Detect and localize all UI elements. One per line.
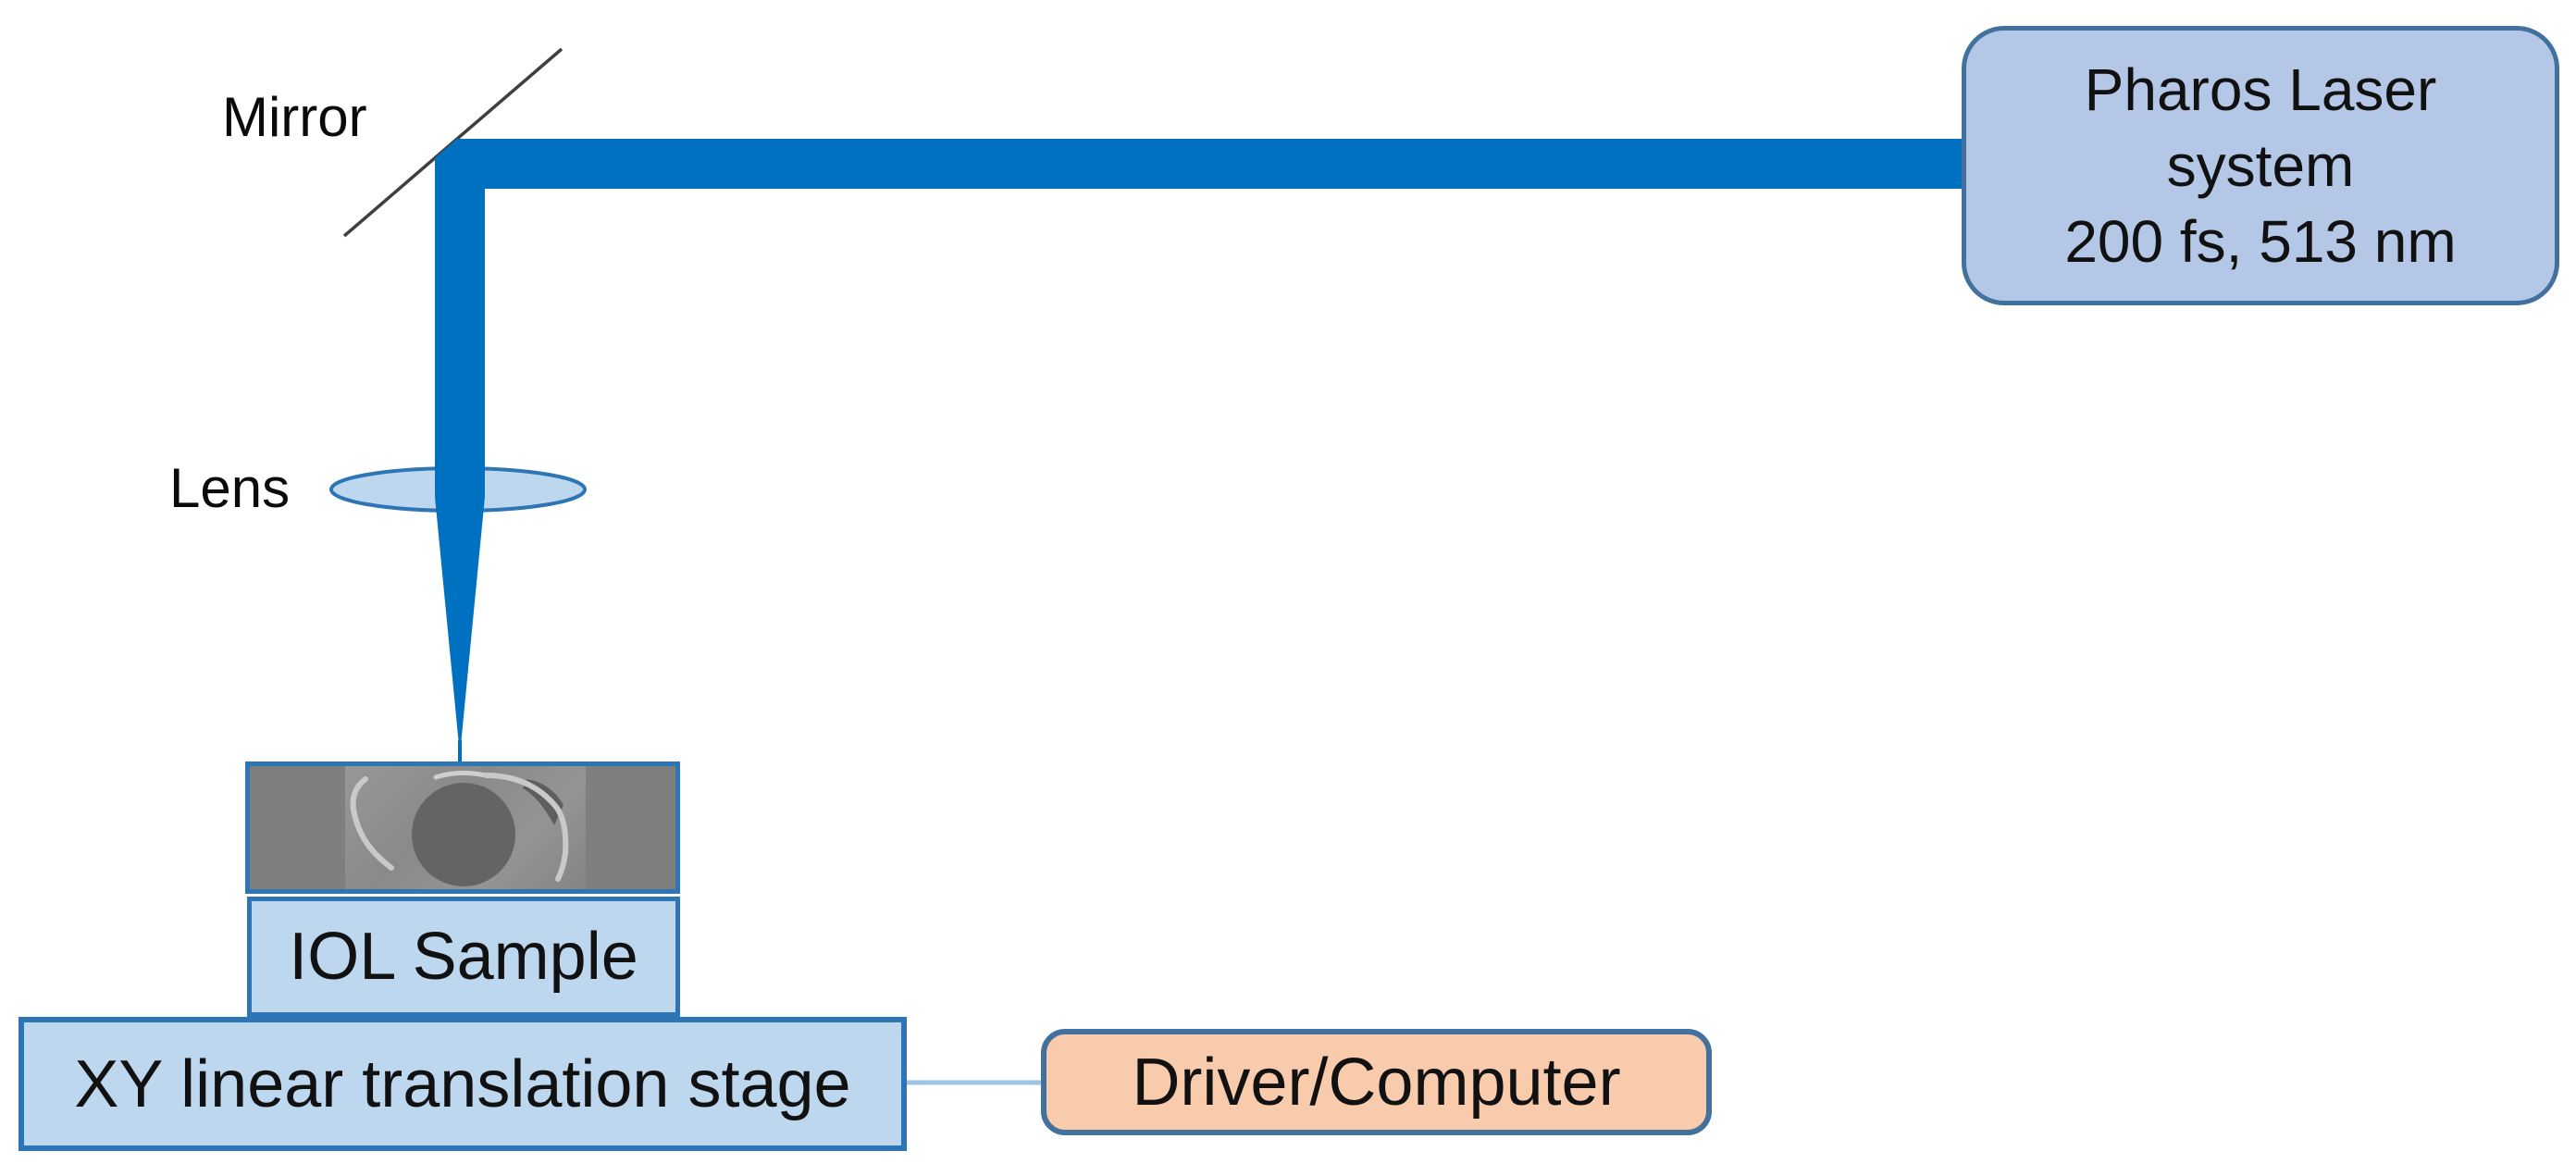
iol-left-haptic [350,776,394,871]
iol-sample-photo-box [245,761,680,894]
mirror-label: Mirror [222,86,367,148]
xy-stage-box: XY linear translation stage [19,1017,907,1151]
iol-optic-circle [412,783,515,886]
laser-system-line3: 200 fs, 513 nm [2064,208,2457,275]
laser-system-line2: system [2166,132,2355,199]
iol-right-haptic [483,773,569,882]
iol-sample-box: IOL Sample [247,897,680,1017]
laser-beam [435,139,1969,755]
iol-right-haptic-top [433,770,489,780]
driver-computer-label: Driver/Computer [1132,1045,1621,1120]
iol-lens-graphic [350,770,569,886]
iol-sample-label: IOL Sample [289,920,638,994]
laser-system-line1: Pharos Laser [2084,56,2437,123]
iol-sample-photo [345,766,586,889]
xy-stage-label: XY linear translation stage [74,1046,851,1121]
driver-computer-box: Driver/Computer [1041,1029,1712,1135]
photo-shadow-region [523,779,564,825]
lens-label: Lens [169,457,291,519]
laser-system-box: Pharos Laser system 200 fs, 513 nm [1962,26,2559,305]
